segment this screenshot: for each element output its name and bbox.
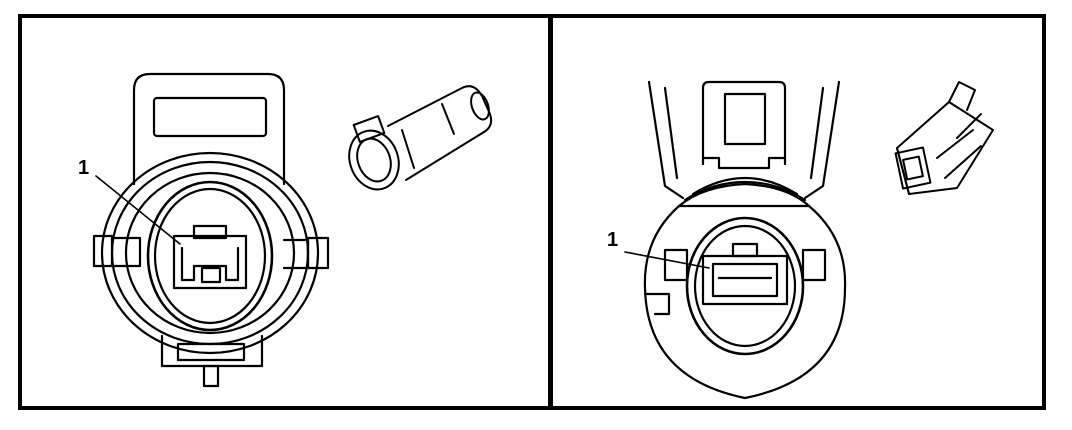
right-callout-number: 1 bbox=[607, 229, 619, 251]
left-connector-face-view bbox=[92, 72, 330, 388]
panel-divider bbox=[548, 18, 553, 406]
right-connector-face-view bbox=[624, 80, 847, 400]
right-panel: 1 bbox=[553, 18, 1046, 406]
left-callout-number: 1 bbox=[78, 157, 90, 179]
diagram-frame: 1 bbox=[18, 14, 1046, 410]
left-panel: 1 bbox=[22, 18, 548, 406]
